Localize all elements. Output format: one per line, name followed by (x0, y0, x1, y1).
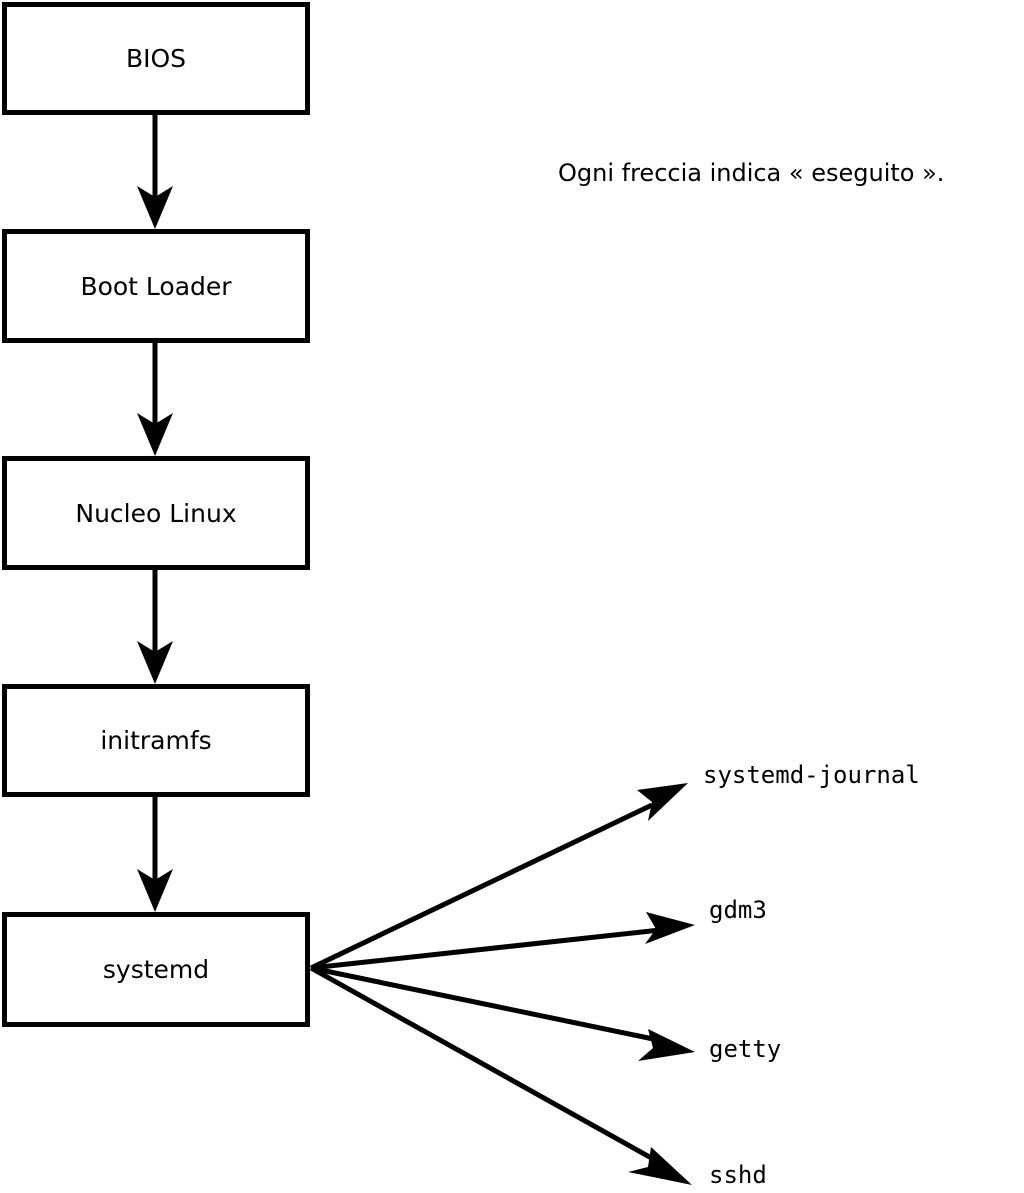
service-label-sshd: sshd (709, 1161, 767, 1189)
node-systemd-label: systemd (102, 955, 210, 984)
arrow-systemd-to-systemd-journal (309, 783, 688, 971)
node-boot-loader[interactable]: Boot Loader (2, 229, 310, 343)
node-initramfs-label: initramfs (100, 726, 212, 755)
service-label-getty: getty (709, 1035, 782, 1063)
arrow-nucleo-linux-to-initramfs (137, 570, 173, 684)
node-nucleo-linux[interactable]: Nucleo Linux (2, 456, 310, 570)
arrow-boot-loader-to-nucleo-linux (137, 343, 173, 456)
service-label-systemd-journal: systemd-journal (703, 761, 920, 789)
arrow-systemd-to-getty (310, 965, 695, 1061)
node-nucleo-linux-label: Nucleo Linux (75, 498, 237, 528)
arrow-initramfs-to-systemd (137, 797, 173, 912)
node-initramfs[interactable]: initramfs (2, 684, 310, 797)
node-boot-loader-label: Boot Loader (80, 271, 232, 301)
arrow-bios-to-boot-loader (137, 115, 173, 229)
service-label-gdm3: gdm3 (709, 896, 767, 924)
arrow-systemd-to-sshd (309, 965, 692, 1185)
node-bios[interactable]: BIOS (2, 2, 310, 115)
node-bios-label: BIOS (125, 44, 187, 73)
node-systemd[interactable]: systemd (2, 912, 310, 1027)
arrow-systemd-to-gdm3 (310, 912, 695, 971)
diagram-caption: Ogni freccia indica « eseguito ». (558, 159, 945, 187)
